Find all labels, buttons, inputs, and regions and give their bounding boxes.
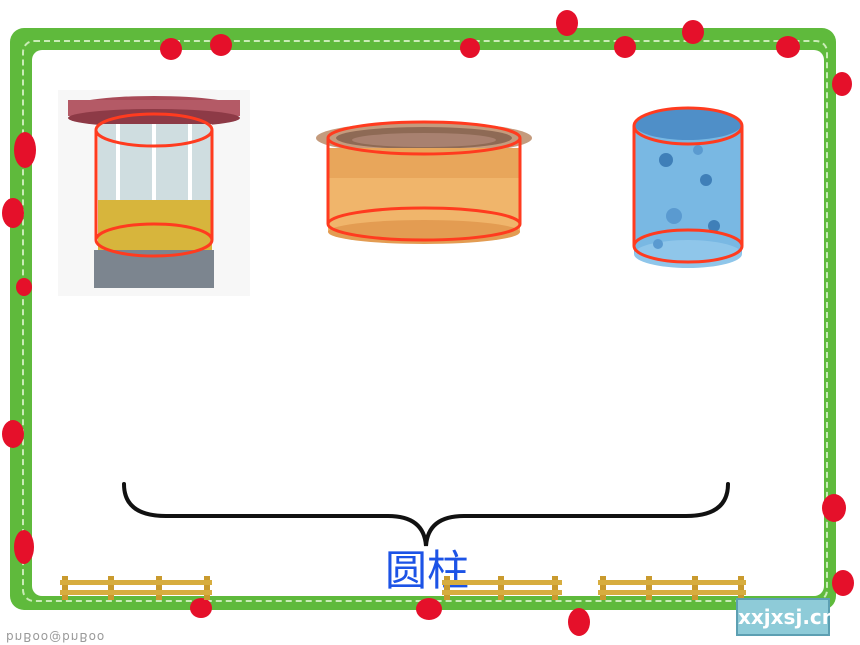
- red-dot-decoration: [614, 36, 636, 58]
- fence-icon: [598, 576, 746, 600]
- red-dot-decoration: [416, 598, 442, 620]
- red-dot-decoration: [14, 132, 36, 168]
- red-dot-decoration: [776, 36, 800, 58]
- red-dot-decoration: [2, 198, 24, 228]
- caption-cylinder: 圆柱: [384, 546, 469, 595]
- red-dot-decoration: [160, 38, 182, 60]
- corner-watermark: bnBoo@bnBoo: [6, 630, 106, 644]
- red-dot-decoration: [682, 20, 704, 44]
- site-watermark: xxjxsj.cn: [736, 598, 836, 636]
- red-dot-decoration: [190, 598, 212, 618]
- booth-icon: [58, 90, 250, 296]
- cake-icon: [304, 108, 550, 252]
- red-dot-decoration: [14, 530, 34, 564]
- fence-icon: [442, 576, 562, 600]
- red-dot-decoration: [556, 10, 578, 36]
- red-dot-decoration: [16, 278, 32, 296]
- fence-icon: [60, 576, 212, 600]
- red-dot-decoration: [568, 608, 590, 636]
- container-icon: [614, 98, 762, 274]
- red-dot-decoration: [210, 34, 232, 56]
- red-dot-decoration: [832, 72, 852, 96]
- red-dot-decoration: [822, 494, 846, 522]
- red-dot-decoration: [2, 420, 24, 448]
- red-dot-decoration: [460, 38, 480, 58]
- red-dot-decoration: [832, 570, 854, 596]
- curly-brace-icon: [122, 482, 730, 547]
